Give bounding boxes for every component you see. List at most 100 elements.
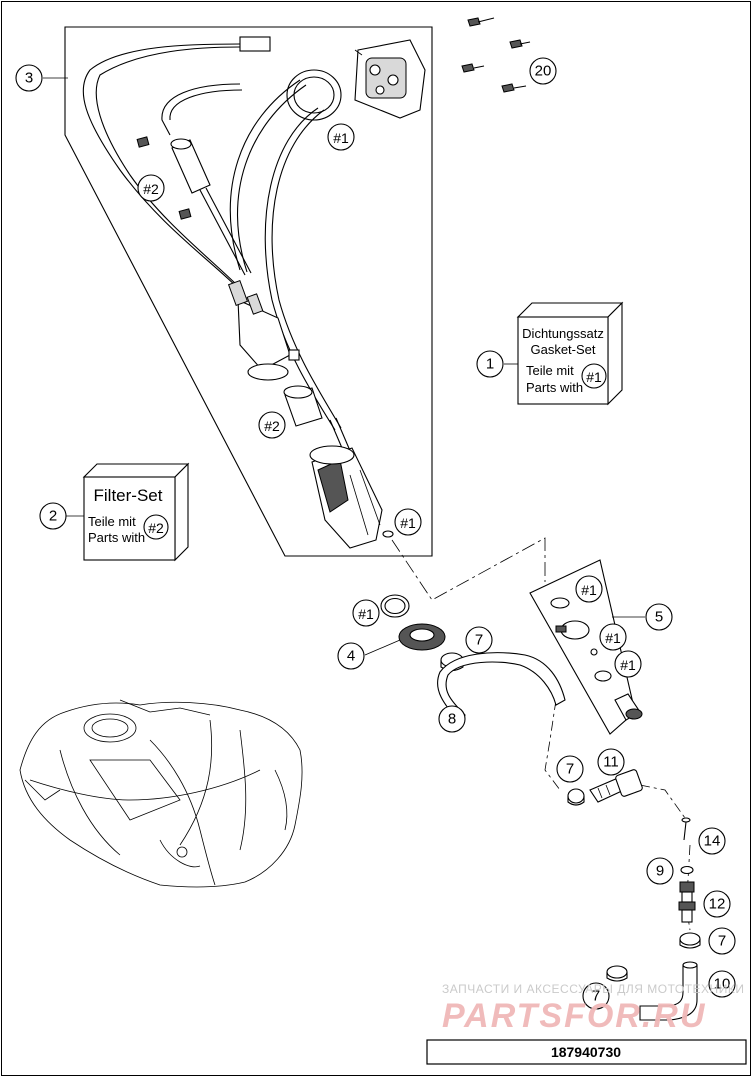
fuel-line-b xyxy=(264,107,336,431)
gasket-set-title-de: Dichtungssatz xyxy=(522,326,604,341)
connector-o-ring-lower xyxy=(594,670,612,682)
screw xyxy=(509,39,531,49)
hose-clamp-mid xyxy=(567,788,585,806)
callout-10: 10 xyxy=(708,970,736,998)
svg-text:2: 2 xyxy=(49,508,57,525)
svg-text:#1: #1 xyxy=(581,582,597,598)
callout-4: 4 xyxy=(337,642,365,670)
callout-12: 12 xyxy=(703,890,731,918)
callout-14: 14 xyxy=(698,827,726,855)
screws-group xyxy=(461,17,531,93)
watermark-logo: PARTSFOR.RU xyxy=(442,997,706,1035)
svg-text:12: 12 xyxy=(709,896,726,913)
quick-connector-group xyxy=(529,559,643,735)
wiring-harness xyxy=(82,36,271,293)
callout-3: 3 xyxy=(15,64,43,92)
svg-text:#1: #1 xyxy=(620,657,636,673)
gasket-set-line1: Teile mit xyxy=(526,363,574,378)
svg-text:7: 7 xyxy=(566,761,574,778)
callout-7-upper: 7 xyxy=(465,626,493,654)
svg-text:10: 10 xyxy=(714,976,731,993)
fuel-line-c-edge xyxy=(169,89,243,121)
hose-elbow xyxy=(639,961,698,1021)
ref-tag-hash1: #1 xyxy=(394,508,422,536)
filter-set-box: Filter-Set Teile mit Parts with #2 xyxy=(82,462,190,562)
connector-small-ring xyxy=(590,648,598,656)
svg-text:4: 4 xyxy=(347,648,355,665)
diagram-number: 187940730 xyxy=(551,1044,621,1060)
pressure-regulator xyxy=(227,279,300,381)
ref-tag-hash1: #1 xyxy=(614,650,642,678)
callout-9: 9 xyxy=(646,857,674,885)
ref-tag-hash2: #2 xyxy=(137,174,165,202)
fuel-line-a-edge xyxy=(236,84,307,273)
svg-text:#1: #1 xyxy=(333,130,349,146)
filter-set-line2: Parts with xyxy=(88,530,145,545)
filter-set-title: Filter-Set xyxy=(94,486,163,505)
svg-text:7: 7 xyxy=(475,632,483,649)
fuel-line-a xyxy=(229,79,301,271)
callout-5: 5 xyxy=(645,603,673,631)
assembly-dash-path-2 xyxy=(544,699,561,791)
callout-7-bottom: 7 xyxy=(582,982,610,1010)
svg-text:#2: #2 xyxy=(143,181,159,197)
pump-flange xyxy=(354,39,426,119)
callout-7-lower: 7 xyxy=(708,927,736,955)
svg-text:9: 9 xyxy=(656,863,664,880)
svg-text:8: 8 xyxy=(448,711,456,728)
flange-seal-ring xyxy=(286,69,342,121)
watermark-tagline: ЗАПЧАСТИ И АКСЕССУАРЫ ДЛЯ МОТОТЕХНИКИ xyxy=(442,982,744,996)
callout-7-mid: 7 xyxy=(556,755,584,783)
svg-text:20: 20 xyxy=(535,63,552,80)
gasket-set-line2: Parts with xyxy=(526,380,583,395)
watermark: ЗАПЧАСТИ И АКСЕССУАРЫ ДЛЯ МОТОТЕХНИКИ PA… xyxy=(442,982,744,1035)
filter-set-ref-tag: #2 xyxy=(148,520,164,536)
svg-text:7: 7 xyxy=(718,933,726,950)
filter-clip-lower xyxy=(178,208,192,220)
callout-2: 2 xyxy=(39,502,67,530)
gasket-set-box: Dichtungssatz Gasket-Set Teile mit Parts… xyxy=(516,301,624,406)
diagram-number-box: 187940730 xyxy=(426,1039,747,1065)
filter-clip-upper xyxy=(136,136,150,148)
fuel-pump-body xyxy=(309,445,383,549)
strainer-sleeve xyxy=(283,385,323,427)
adapter-fitting xyxy=(678,881,696,923)
svg-text:#1: #1 xyxy=(605,630,621,646)
hose-nipple xyxy=(589,769,643,803)
fuel-line-c xyxy=(161,83,241,136)
hose-clamp-bottom xyxy=(606,965,628,982)
assembly-dash-path-1 xyxy=(391,537,546,601)
filter-set-line1: Teile mit xyxy=(88,514,136,529)
svg-text:3: 3 xyxy=(25,70,33,87)
ref-tag-hash1: #1 xyxy=(352,599,380,627)
pin xyxy=(681,817,691,841)
hose-clamp-lower xyxy=(679,932,701,949)
svg-text:5: 5 xyxy=(655,609,663,626)
svg-text:#1: #1 xyxy=(358,606,374,622)
screw xyxy=(461,63,485,73)
fuel-line-b-edge xyxy=(271,109,342,429)
screw xyxy=(467,17,495,27)
callout-20: 20 xyxy=(529,57,557,85)
fuel-hose xyxy=(437,652,566,721)
svg-text:7: 7 xyxy=(592,988,600,1005)
assembly-dash-path-3 xyxy=(639,784,686,819)
fuel-pump-assembly-group xyxy=(64,26,433,557)
gasket-set-title-en: Gasket-Set xyxy=(530,342,595,357)
o-ring xyxy=(680,865,694,875)
grommet xyxy=(398,623,446,651)
svg-text:11: 11 xyxy=(603,754,619,771)
svg-text:#2: #2 xyxy=(264,418,280,434)
ref-tag-hash1: #1 xyxy=(327,123,355,151)
ref-tag-hash1: #1 xyxy=(575,575,603,603)
ref-tag-hash1: #1 xyxy=(599,623,627,651)
pump-o-ring xyxy=(382,530,394,538)
fuel-filter xyxy=(170,138,252,276)
svg-text:1: 1 xyxy=(486,356,494,373)
ref-tag-hash2: #2 xyxy=(258,411,286,439)
connector-o-ring-upper xyxy=(550,597,570,609)
fuel-tank xyxy=(19,699,303,888)
assembly-outline xyxy=(64,26,433,557)
